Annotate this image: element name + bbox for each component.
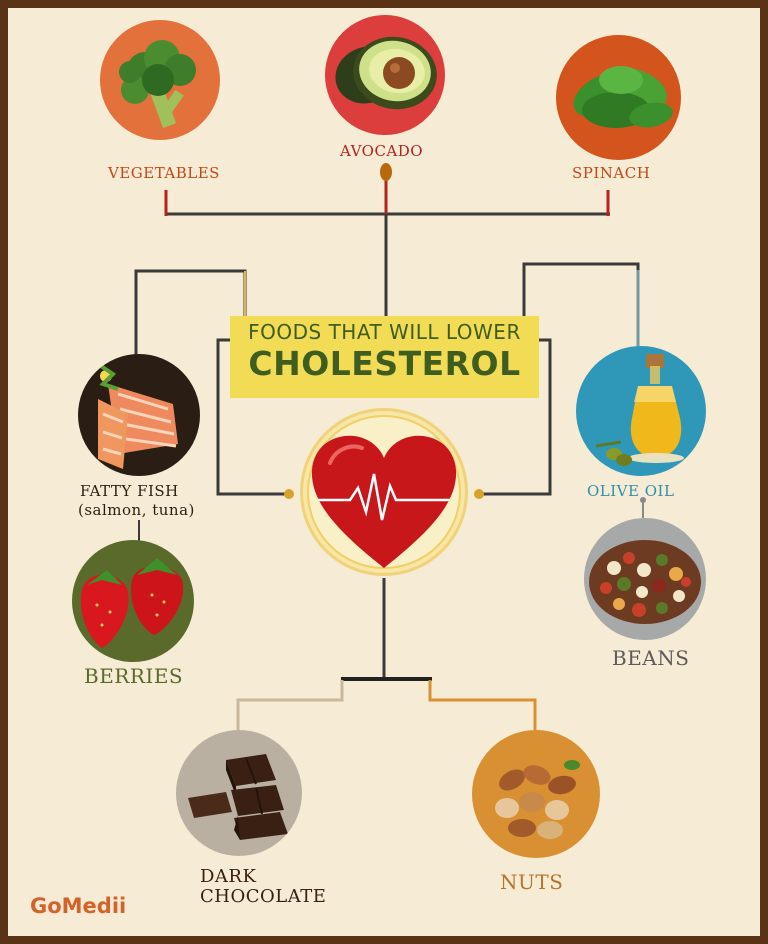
title-line1: FOODS THAT WILL LOWER [248, 320, 521, 344]
strawberry-icon [80, 558, 184, 648]
fatty-fish-label: FATTY FISH [80, 482, 179, 500]
nuts-icon [495, 760, 580, 839]
olive-oil-icon [595, 354, 684, 466]
title-box: FOODS THAT WILL LOWER CHOLESTEROL [230, 316, 539, 398]
avocado-label: AVOCADO [340, 142, 424, 160]
dark-chocolate-circle [176, 730, 302, 856]
avocado-icon [335, 36, 437, 110]
avocado-circle [325, 15, 445, 135]
heart-circle [300, 408, 468, 576]
heart-icon [307, 415, 461, 569]
dark-chocolate-sublabel: CHOCOLATE [200, 886, 327, 907]
spinach-circle [556, 35, 681, 160]
beans-circle [584, 518, 706, 640]
dark-chocolate-label: DARK [200, 866, 257, 887]
beans-label: BEANS [612, 646, 690, 670]
nuts-label: NUTS [500, 870, 564, 894]
spinach-icon [573, 66, 673, 128]
berries-circle [72, 540, 194, 662]
spinach-label: SPINACH [572, 164, 651, 182]
salmon-icon [96, 362, 178, 469]
brand-logo: GoMedii [30, 894, 127, 918]
fatty-fish-circle [78, 354, 200, 476]
chocolate-icon [188, 754, 288, 840]
vegetables-circle [100, 20, 220, 140]
nuts-circle [472, 730, 600, 858]
vegetables-label: VEGETABLES [108, 164, 220, 182]
beans-icon [589, 540, 701, 624]
olive-oil-label: OLIVE OIL [587, 482, 675, 500]
title-line2: CHOLESTEROL [248, 344, 521, 383]
berries-label: BERRIES [84, 664, 184, 688]
broccoli-icon [119, 40, 196, 129]
fatty-fish-sublabel: (salmon, tuna) [78, 501, 195, 519]
olive-oil-circle [576, 346, 706, 476]
